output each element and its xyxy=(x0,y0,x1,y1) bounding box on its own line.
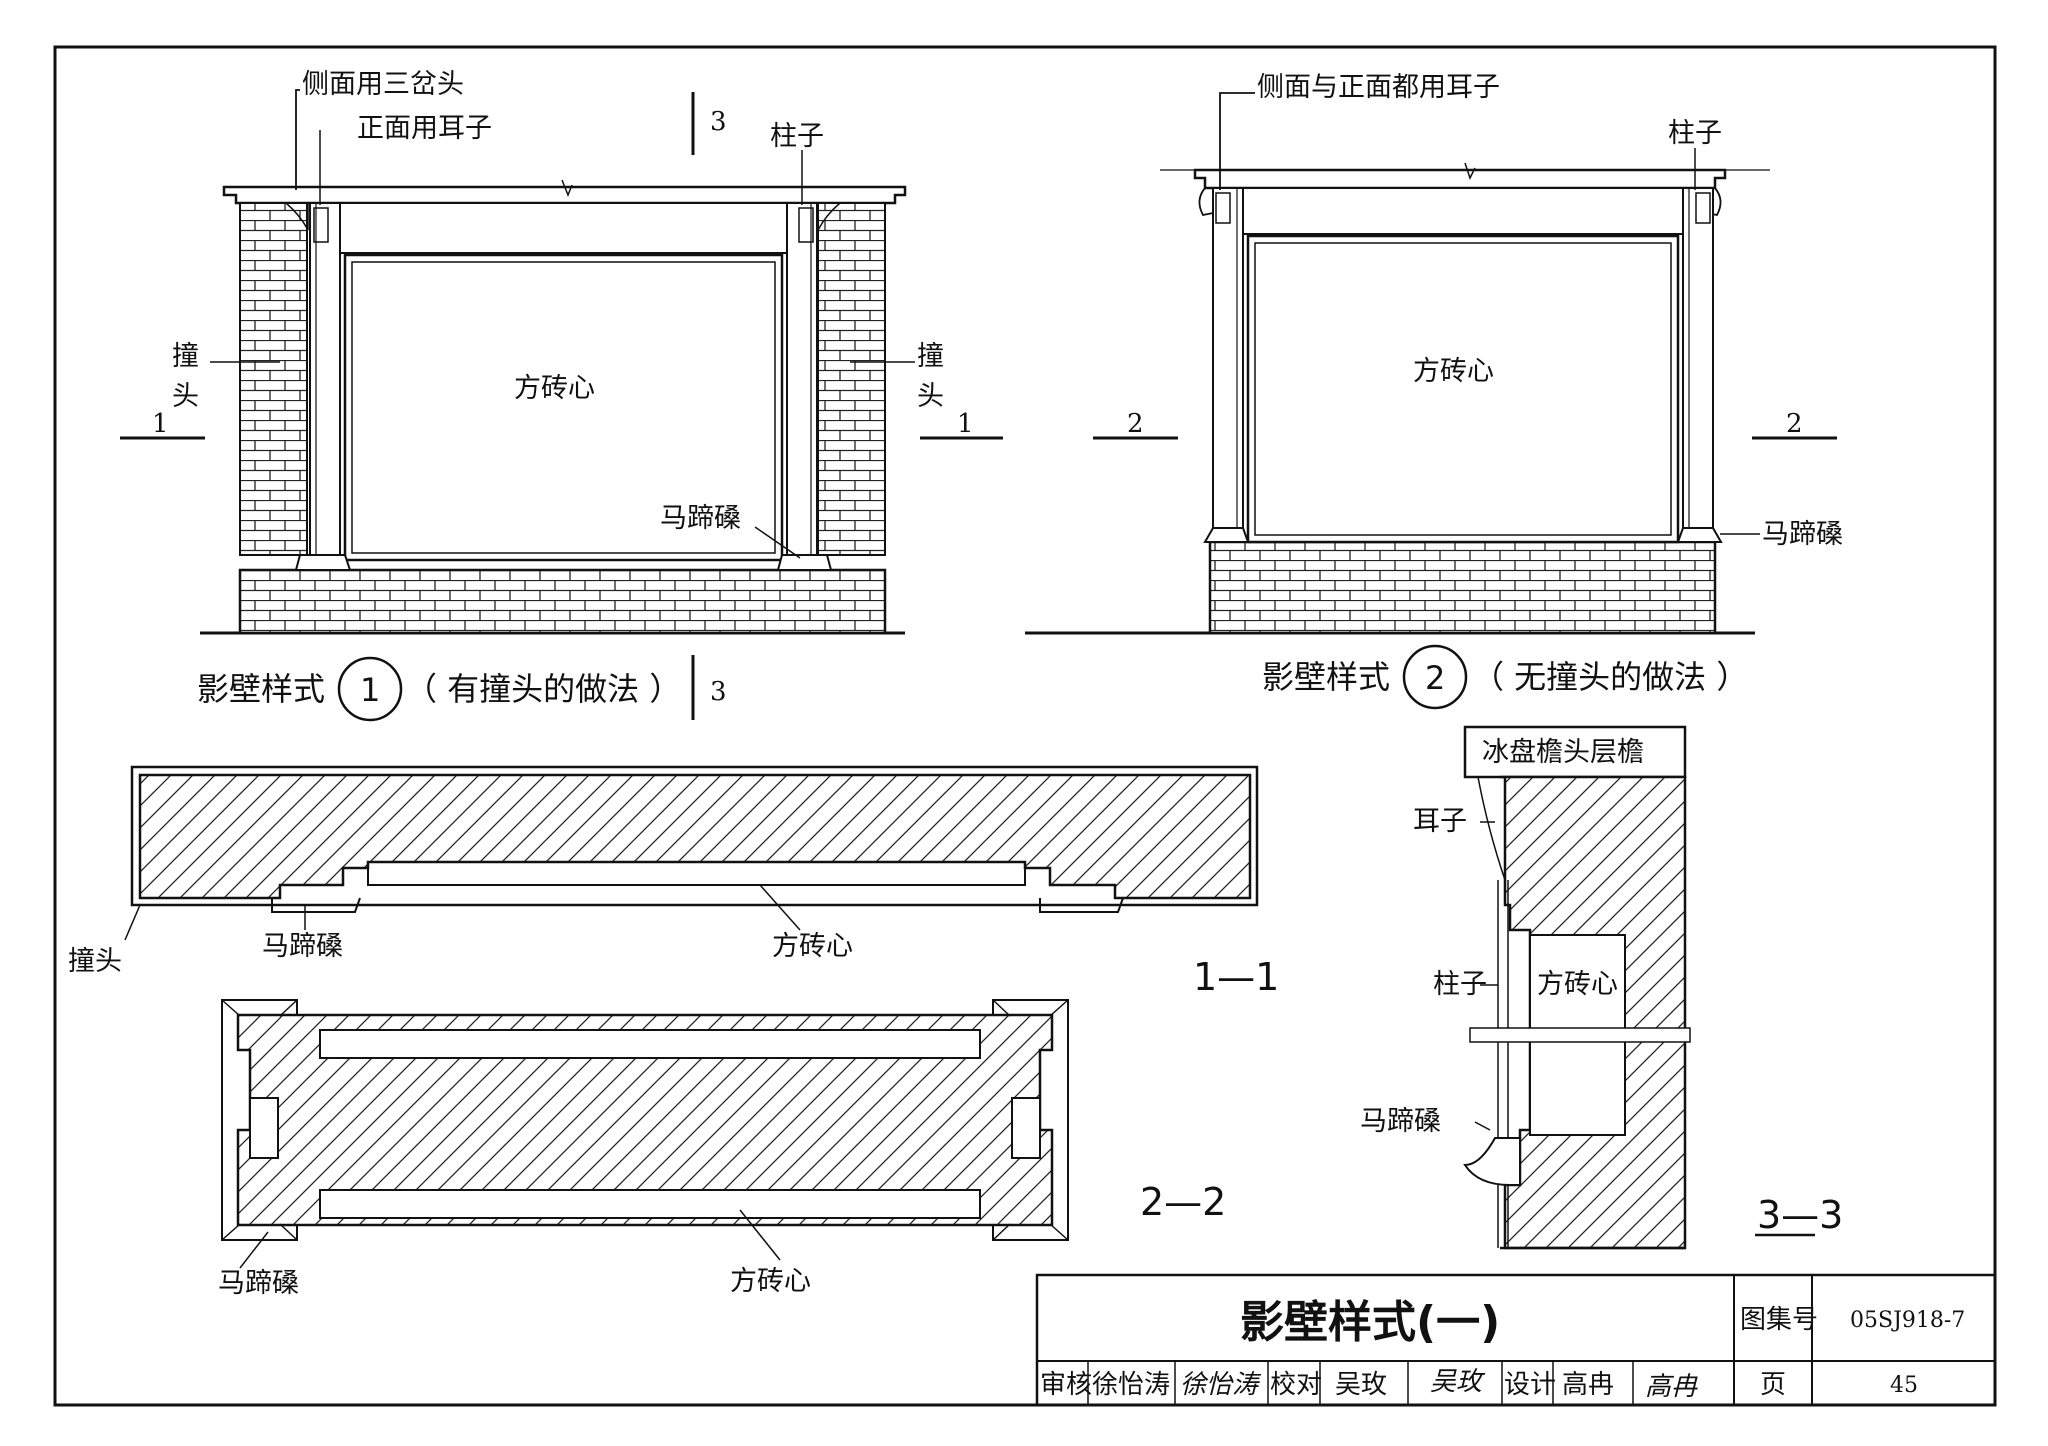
label-pillar-33: 柱子 xyxy=(1433,969,1487,1000)
caption-1-note: （ 有撞头的做法 ） xyxy=(405,670,681,708)
label-center-1: 方砖心 xyxy=(514,373,595,404)
label-center-33: 方砖心 xyxy=(1537,969,1618,1000)
page-label: 页 xyxy=(1760,1370,1786,1400)
label-base-33: 马蹄磉 xyxy=(1360,1106,1441,1137)
label-base-11: 马蹄磉 xyxy=(262,931,343,962)
reviewer-signature: 徐怡涛 xyxy=(1180,1370,1262,1400)
style2-elevation xyxy=(1025,92,1837,710)
label-pillar-2: 柱子 xyxy=(1668,118,1722,149)
designer-name: 高冉 xyxy=(1562,1370,1614,1400)
note-front-ear: 正面用耳子 xyxy=(357,113,492,144)
label-zhuangtou-right-a: 撞 xyxy=(917,341,944,372)
coping-2 xyxy=(1193,168,1727,190)
page-number: 45 xyxy=(1890,1373,1918,1398)
caption-2-note: （ 无撞头的做法 ） xyxy=(1472,658,1748,696)
checker-name: 吴玫 xyxy=(1335,1370,1387,1400)
section-mark-2-right: 2 xyxy=(1786,409,1803,439)
brick-base xyxy=(238,568,887,635)
checker-signature: 吴玫 xyxy=(1430,1367,1486,1397)
atlas-label: 图集号 xyxy=(1740,1305,1818,1335)
pillar-left-2 xyxy=(1212,187,1244,529)
label-ear-33: 耳子 xyxy=(1413,806,1467,837)
center-panel xyxy=(343,253,784,562)
review-label: 审核 xyxy=(1040,1370,1092,1400)
caption-1-num: 1 xyxy=(360,671,380,709)
hoof-base-right xyxy=(776,554,833,571)
section-2-2 xyxy=(221,999,1069,1269)
label-center-2: 方砖心 xyxy=(1413,356,1494,387)
style1-elevation xyxy=(120,89,1003,722)
brick-base-2 xyxy=(1208,540,1717,635)
zhuangtou-left xyxy=(239,202,308,556)
label-base-2: 马蹄磉 xyxy=(1762,519,1843,550)
design-label: 设计 xyxy=(1504,1370,1556,1400)
section-mark-1-right: 1 xyxy=(957,409,974,439)
label-center-22: 方砖心 xyxy=(730,1266,811,1297)
note-side-sanchatou: 侧面用三岔头 xyxy=(302,69,464,100)
section-label-33: 3—3 xyxy=(1757,1193,1843,1237)
check-label: 校对 xyxy=(1270,1370,1322,1400)
sheet-border xyxy=(53,45,1997,1407)
section-1-1 xyxy=(124,765,1259,941)
label-zhuangtou-left-a: 撞 xyxy=(172,341,199,372)
coping xyxy=(222,185,907,205)
label-zhuangtou-left-b: 头 xyxy=(172,381,199,412)
hoof-base-left-2 xyxy=(1203,527,1250,543)
section-mark-1-left: 1 xyxy=(152,409,169,439)
caption-1: 影壁样式 xyxy=(197,670,325,708)
caption-2-num: 2 xyxy=(1425,659,1445,697)
section-3-3 xyxy=(1463,725,1815,1250)
pillar-left xyxy=(309,202,341,556)
title-block xyxy=(1035,1273,1997,1407)
hoof-base-left xyxy=(294,554,352,571)
label-zhuangtou-11: 撞头 xyxy=(68,946,122,977)
caption-2: 影壁样式 xyxy=(1262,658,1390,696)
section-label-11: 1—1 xyxy=(1193,955,1279,999)
center-panel-2 xyxy=(1246,234,1680,544)
sheet-title: 影壁样式(一) xyxy=(1240,1297,1500,1348)
cut-mark-top: 3 xyxy=(710,107,727,137)
section-label-22: 2—2 xyxy=(1140,1180,1226,1224)
label-center-11: 方砖心 xyxy=(772,931,853,962)
zhuangtou-right xyxy=(817,202,886,556)
hoof-base-right-2 xyxy=(1676,527,1723,543)
cut-mark-bottom: 3 xyxy=(710,677,727,707)
label-pillar-1: 柱子 xyxy=(770,121,824,152)
designer-signature: 高冉 xyxy=(1645,1372,1698,1402)
atlas-number: 05SJ918-7 xyxy=(1850,1308,1965,1333)
label-zhuangtou-right-b: 头 xyxy=(917,381,944,412)
pillar-right xyxy=(786,202,818,556)
note-ears-both: 侧面与正面都用耳子 xyxy=(1257,72,1500,103)
pillar-right-2 xyxy=(1682,187,1714,529)
section-mark-2-left: 2 xyxy=(1127,409,1144,439)
reviewer-name: 徐怡涛 xyxy=(1092,1370,1170,1400)
section-1-1-body xyxy=(138,773,1252,900)
label-eaves-33: 冰盘檐头层檐 xyxy=(1482,737,1644,768)
label-base-1: 马蹄磉 xyxy=(660,503,741,534)
label-base-22: 马蹄磉 xyxy=(218,1268,299,1299)
